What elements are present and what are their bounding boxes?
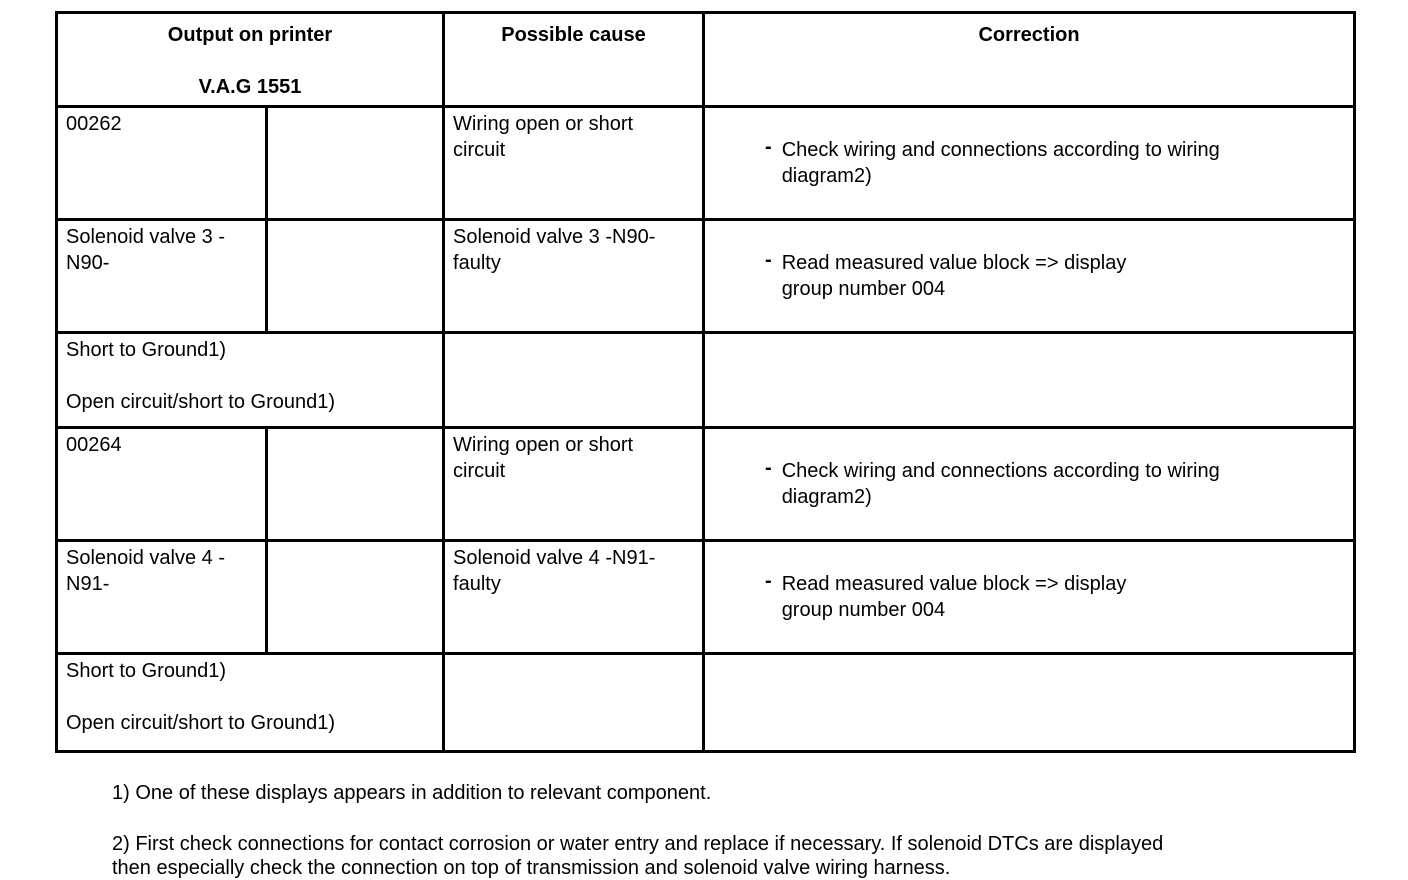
table-row-display-type: Short to Ground1) Open circuit/short to … [54,331,1357,429]
empty-cell [264,105,446,221]
footnotes: 1) One of these displays appears in addi… [112,781,1408,880]
correction-cell: - Read measured value block => display g… [702,218,1357,334]
empty-cell [442,652,706,753]
possible-cause-cell: Wiring open or short circuit [442,426,706,542]
correction-text: Read measured value block => display gro… [781,252,1127,300]
correction-cell: - Read measured value block => display g… [702,539,1357,655]
dtc-code-cell: 00262 [55,105,268,221]
display-type-cell: Short to Ground1) Open circuit/short to … [54,331,446,429]
possible-cause-cell: Solenoid valve 4 -N91- faulty [442,539,706,655]
possible-cause-cell: Solenoid valve 3 -N90- faulty [442,218,706,334]
manual-page: Output on printer V.A.G 1551 Possible ca… [0,11,1408,880]
empty-cell [702,331,1357,429]
table-row-component-n90: Solenoid valve 3 - N90- Solenoid valve 3… [55,218,1357,334]
header-row: Output on printer V.A.G 1551 Possible ca… [54,11,1357,108]
dtc-code-cell: 00264 [55,426,268,542]
dash-list-marker: - [765,570,772,592]
footnote-1: 1) One of these displays appears in addi… [112,782,712,804]
component-cell: Solenoid valve 3 - N90- [55,218,268,334]
component-cell: Solenoid valve 4 - N91- [55,539,268,655]
table-row-component-n91: Solenoid valve 4 - N91- Solenoid valve 4… [55,539,1357,655]
dash-list-marker: - [765,457,772,479]
table-row-dtc-00262: 00262 Wiring open or short circuit - Che… [55,105,1357,221]
empty-cell [442,331,706,429]
dtc-table: Output on printer V.A.G 1551 Possible ca… [54,11,1357,753]
header-possible-cause: Possible cause [442,11,706,108]
table-row-dtc-00264: 00264 Wiring open or short circuit - Che… [55,426,1357,542]
dash-list-marker: - [765,136,772,158]
footnote-2: 2) First check connections for contact c… [112,833,1164,879]
header-correction: Correction [702,11,1357,108]
display-type-cell: Short to Ground1) Open circuit/short to … [54,652,446,753]
empty-cell [264,426,446,542]
table-row-display-type: Short to Ground1) Open circuit/short to … [54,652,1357,753]
correction-cell: - Check wiring and connections according… [702,105,1357,221]
empty-cell [264,218,446,334]
correction-text: Check wiring and connections according t… [781,460,1220,508]
dash-list-marker: - [765,249,772,271]
correction-text: Check wiring and connections according t… [781,139,1220,187]
empty-cell [264,539,446,655]
correction-cell: - Check wiring and connections according… [702,426,1357,542]
empty-cell [702,652,1357,753]
header-output-on-printer: Output on printer V.A.G 1551 [54,11,446,108]
possible-cause-cell: Wiring open or short circuit [442,105,706,221]
correction-text: Read measured value block => display gro… [781,573,1127,621]
